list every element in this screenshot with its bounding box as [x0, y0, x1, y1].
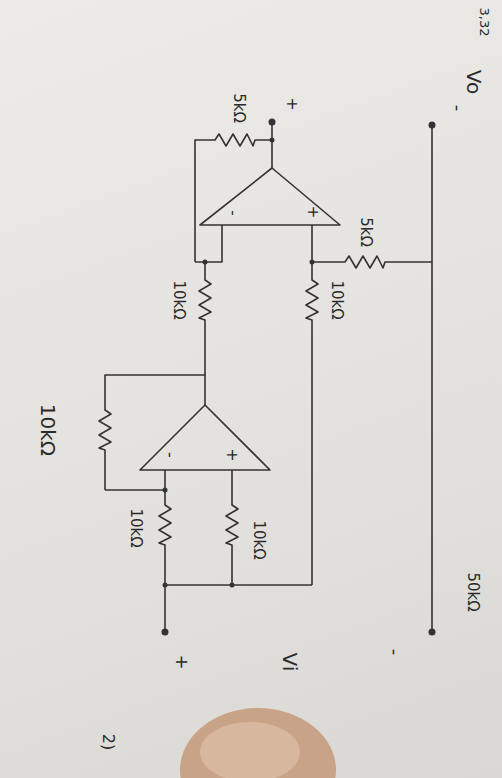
terminal — [269, 119, 276, 126]
resistor-value: 5kΩ — [231, 93, 246, 123]
signal-name: Vi — [280, 653, 300, 672]
op-amp-symbol — [200, 168, 340, 225]
pin-sign: + — [305, 206, 320, 219]
resistor-symbol — [159, 470, 171, 632]
terminal-sign: + — [284, 97, 300, 110]
terminal-sign: - — [386, 649, 404, 656]
wire — [271, 122, 273, 168]
junction-dot — [310, 260, 315, 265]
wire — [165, 584, 312, 586]
junction-dot — [230, 583, 235, 588]
resistor-symbol — [226, 470, 238, 585]
resistor-value: 10kΩ — [329, 280, 344, 319]
op-amp-symbol — [140, 405, 270, 470]
terminal-sign: + — [173, 654, 191, 669]
terminal — [429, 629, 436, 636]
ground-wire — [431, 125, 433, 632]
thumb — [180, 708, 336, 778]
wire — [105, 489, 165, 491]
pin-sign: - — [225, 210, 240, 215]
resistor-symbol — [306, 225, 318, 585]
signal-name: Vo — [464, 70, 484, 94]
resistor-symbol — [195, 134, 272, 262]
problem-number: 2) — [100, 734, 116, 750]
resistor-value: 10kΩ — [38, 404, 58, 456]
resistor-value: 5kΩ — [358, 217, 373, 247]
wire — [195, 225, 222, 262]
resistor-value: 10kΩ — [128, 508, 143, 547]
pin-sign: + — [224, 448, 240, 461]
junction-dot — [163, 488, 168, 493]
junction-dot — [163, 583, 168, 588]
junction-dot — [203, 260, 208, 265]
resistor-symbol — [199, 262, 211, 375]
pin-sign: - — [162, 452, 178, 458]
resistor-value: 10kΩ — [171, 280, 186, 319]
terminal — [162, 629, 169, 636]
page-number: 3,32 — [478, 8, 491, 37]
resistor-symbol — [312, 256, 432, 268]
terminal — [429, 122, 436, 129]
thumb-nail — [200, 722, 300, 778]
terminal-sign: - — [449, 105, 467, 112]
resistor-symbol — [99, 375, 205, 490]
junction-dot — [270, 138, 275, 143]
resistor-value: 10kΩ — [251, 520, 266, 559]
resistor-value: 50kΩ — [465, 572, 480, 611]
